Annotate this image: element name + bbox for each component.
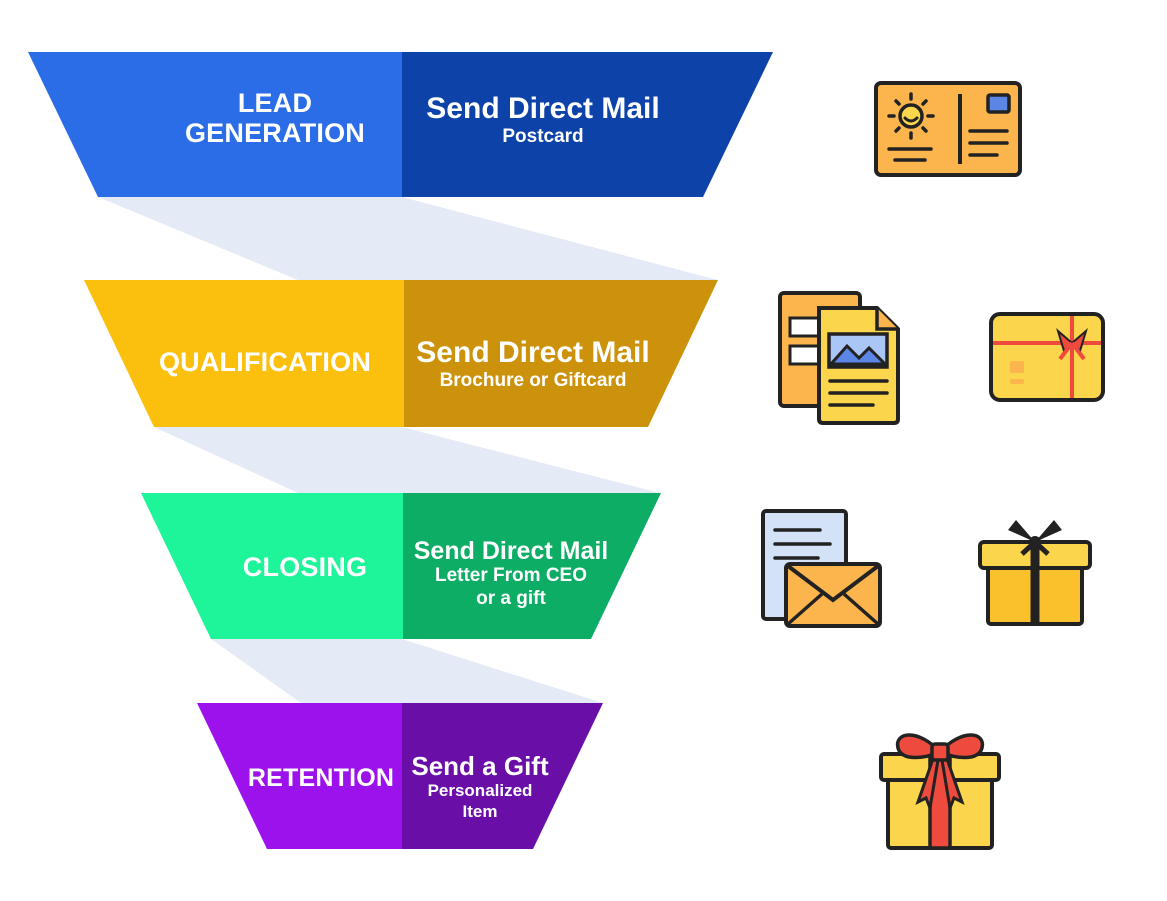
stage-detail: Brochure or Giftcard (439, 369, 627, 391)
stage-action: Send Direct Mail (426, 92, 660, 125)
funnel-connector (98, 197, 718, 280)
funnel-stage-right (404, 280, 718, 427)
funnel-stage-left (28, 52, 402, 197)
stage-name: QUALIFICATION (158, 347, 372, 377)
ribbon-gift-icon (878, 728, 1002, 852)
brochure-icon (777, 290, 903, 426)
stage-action: Send a Gift (411, 751, 549, 781)
stage-detail: Item (462, 801, 498, 821)
gift-box-icon (976, 514, 1094, 628)
stage-detail: Postcard (502, 125, 584, 147)
letter-envelope-icon (760, 508, 884, 630)
stage-action-block: Send Direct Mail Brochure or Giftcard (393, 336, 673, 392)
stage-name: RETENTION (247, 764, 395, 792)
funnel-stage-left (84, 280, 404, 427)
funnel-connector (154, 427, 660, 493)
stage-detail: Personalized (427, 781, 533, 801)
stage-detail: or a gift (476, 587, 546, 609)
stage-action-block: Send a Gift Personalized Item (402, 751, 558, 822)
funnel-stage-right (402, 52, 773, 197)
funnel-stage-right (402, 703, 603, 849)
stage-action-block: Send Direct Mail Letter From CEO or a gi… (400, 537, 622, 611)
stage-action: Send Direct Mail (413, 537, 609, 565)
funnel-connector (211, 639, 603, 703)
stage-name: CLOSING (242, 552, 368, 582)
stage-action-block: Send Direct Mail Postcard (402, 92, 684, 148)
postcard-icon (873, 80, 1023, 178)
stage-detail: Letter From CEO (434, 565, 588, 586)
stage-action: Send Direct Mail (416, 336, 650, 369)
stage-name: LEAD GENERATION (184, 88, 365, 149)
giftcard-icon (988, 311, 1106, 403)
funnel-stage-left (197, 703, 402, 849)
funnel-stage-right (403, 493, 661, 639)
funnel-stage-left (141, 493, 403, 639)
